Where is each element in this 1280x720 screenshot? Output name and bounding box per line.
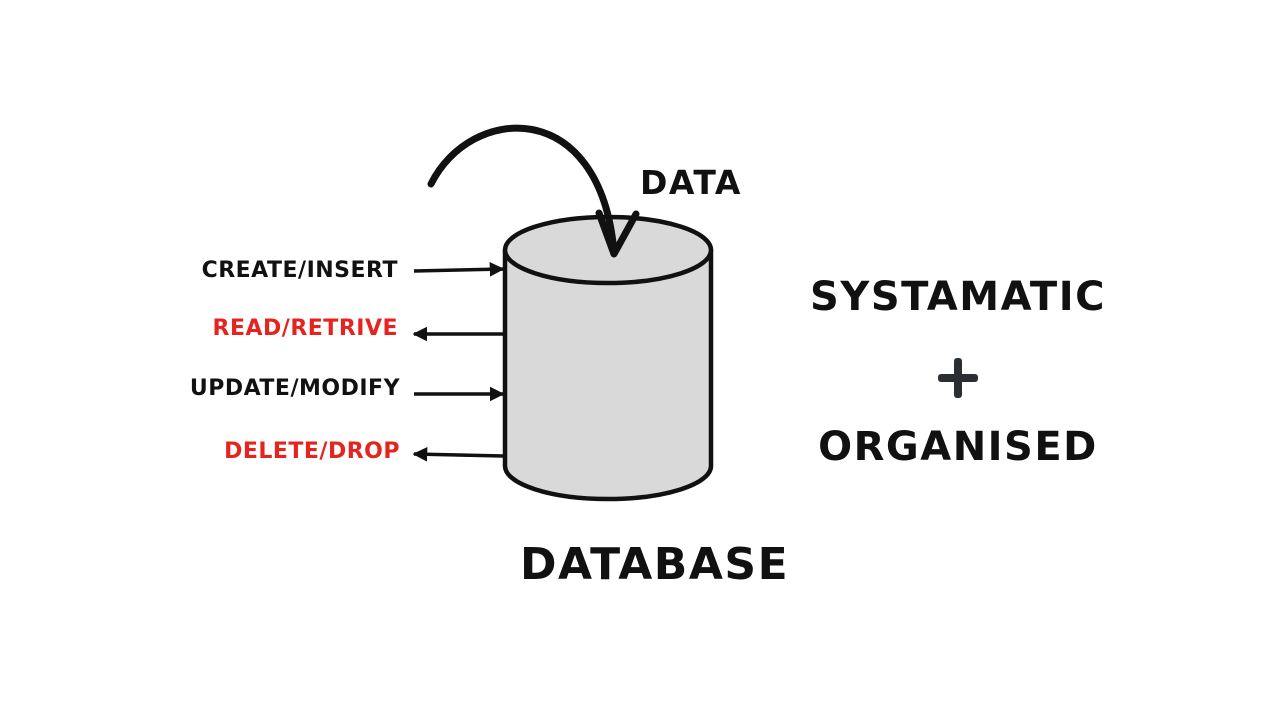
plus-icon [938,358,978,398]
database-cylinder-icon [502,214,714,502]
delete-arrow-icon [412,446,504,462]
create-insert-label: CREATE/INSERT [201,258,398,283]
read-retrieve-label: READ/RETRIVE [212,316,398,341]
systematic-label: SYSTAMATIC [810,274,1106,320]
create-arrow-icon [413,261,505,277]
data-flow-arrow-icon [427,124,640,258]
database-title: DATABASE [520,539,790,590]
delete-drop-label: DELETE/DROP [224,439,400,464]
organised-label: ORGANISED [818,424,1098,470]
update-modify-label: UPDATE/MODIFY [189,376,400,401]
data-label: DATA [640,163,742,202]
